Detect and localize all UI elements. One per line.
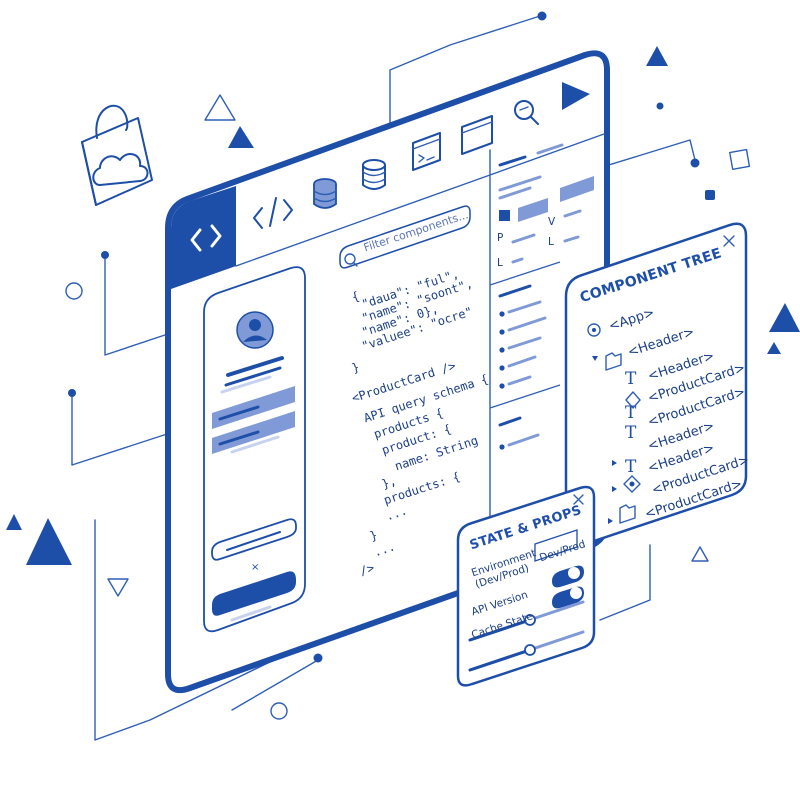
code-brackets-icon	[171, 186, 236, 289]
chevron-right-icon	[612, 460, 617, 466]
component-tree-panel: T T T T	[564, 222, 748, 548]
secondary-button[interactable]	[211, 518, 297, 561]
chevron-right-icon	[612, 486, 617, 492]
side-label-l2: L	[548, 236, 554, 248]
database-stack-icon[interactable]	[362, 159, 386, 190]
svg-text:×: ×	[251, 562, 259, 573]
folder-icon	[605, 352, 622, 371]
side-column	[489, 143, 594, 450]
component-icon	[623, 475, 641, 493]
chevron-right-icon	[608, 518, 613, 524]
state-props-panel	[456, 485, 596, 687]
side-label-p: P	[497, 232, 504, 244]
avatar	[236, 311, 274, 349]
database-icon[interactable]	[313, 178, 337, 209]
side-label-v: V	[548, 216, 556, 228]
side-label-l: L	[497, 257, 503, 269]
text-icon: T	[625, 369, 637, 389]
diamond-icon	[625, 391, 641, 409]
decorative-shapes	[6, 46, 800, 720]
text-icon: T	[625, 457, 637, 477]
play-icon[interactable]	[562, 82, 590, 110]
cache-slider-2[interactable]	[468, 630, 585, 672]
env-select[interactable]	[534, 529, 578, 562]
search-zoom-icon[interactable]	[514, 100, 539, 125]
cache-slider[interactable]	[468, 600, 585, 642]
close-icon[interactable]	[723, 235, 735, 247]
phone-preview: ×	[203, 266, 306, 633]
search-box[interactable]	[339, 205, 471, 269]
checkbox[interactable]	[499, 210, 510, 221]
shopping-bag-cloud-icon	[81, 104, 153, 206]
search-icon	[344, 253, 356, 265]
chevron-down-icon	[592, 356, 598, 361]
primary-button[interactable]	[212, 571, 296, 616]
gear-icon	[587, 323, 601, 337]
folder-icon	[619, 504, 636, 524]
env-toggle[interactable]	[552, 565, 584, 588]
text-icon: T	[625, 403, 637, 423]
terminal-icon[interactable]	[412, 132, 441, 171]
browser-window-icon[interactable]	[461, 115, 493, 155]
text-icon: T	[625, 423, 637, 443]
code-icon[interactable]	[253, 197, 293, 229]
close-icon[interactable]	[573, 494, 584, 505]
